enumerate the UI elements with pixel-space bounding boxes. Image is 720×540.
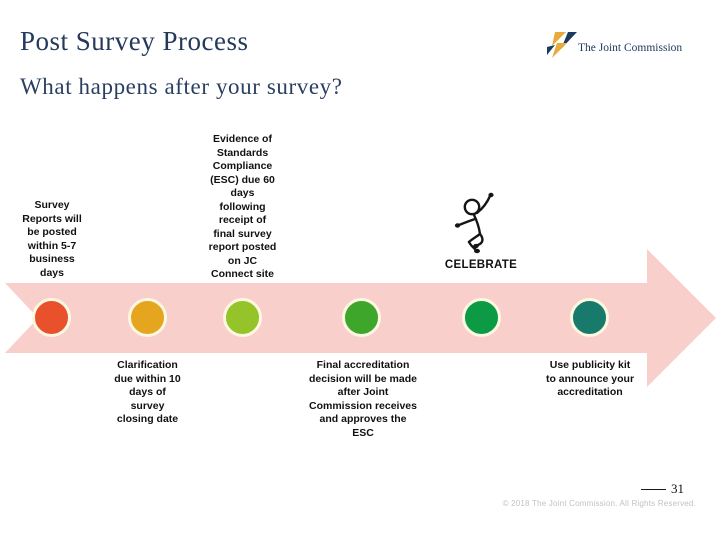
joint-commission-logo: The Joint Commission <box>547 31 697 61</box>
milestone-text-final-decision: Final accreditation decision will be mad… <box>309 359 417 439</box>
milestone-text-esc-due: Evidence of Standards Compliance (ESC) d… <box>208 133 277 280</box>
logo-text: The Joint Commission <box>578 42 683 54</box>
milestone-dot-2 <box>128 298 167 337</box>
milestone-dot-6 <box>570 298 609 337</box>
slide-title: Post Survey Process <box>20 26 249 56</box>
slide-subtitle: What happens after your survey? <box>20 74 343 99</box>
milestone-text-celebrate: CELEBRATE <box>444 259 518 271</box>
jumping-person-icon <box>454 192 494 254</box>
milestone-dot-4 <box>342 298 381 337</box>
page-number: 31 <box>671 481 684 496</box>
milestone-dot-3 <box>223 298 262 337</box>
milestone-text-publicity-kit: Use publicity kit to announce your accre… <box>545 359 635 398</box>
joint-commission-flame-icon <box>547 32 577 58</box>
milestone-text-clarification: Clarification due within 10 days of surv… <box>114 359 181 425</box>
milestone-dot-1 <box>32 298 71 337</box>
copyright-text: © 2018 The Joint Commission. All Rights … <box>502 499 696 508</box>
milestone-text-survey-reports: Survey Reports will be posted within 5-7… <box>22 199 82 279</box>
milestone-dot-5 <box>462 298 501 337</box>
page-number-rule <box>641 489 666 490</box>
